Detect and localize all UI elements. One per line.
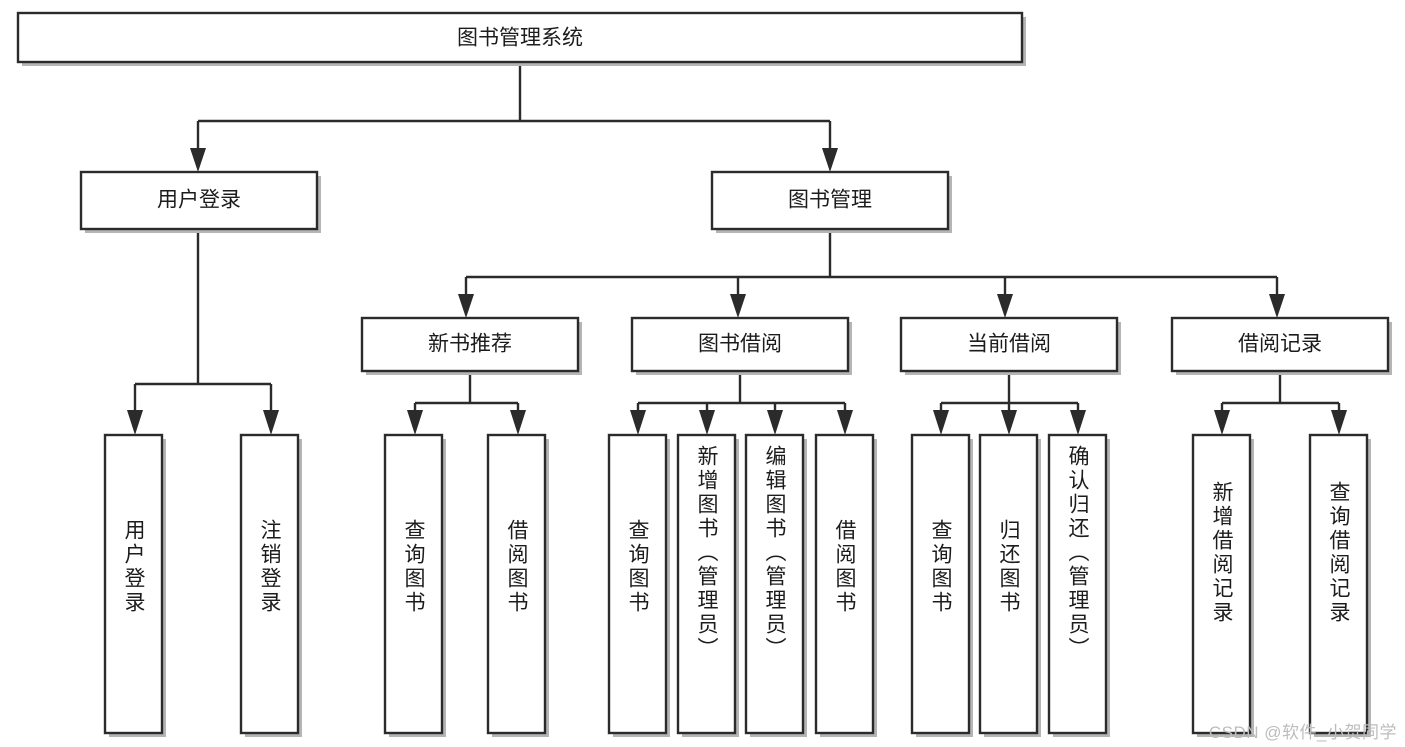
arrow-head-leaf-current-borrow-2: [1001, 410, 1017, 435]
arrow-head-leaf-borrow-record-1: [1214, 410, 1230, 435]
node-new-book-recommend[interactable]: 新书推荐: [360, 316, 582, 375]
connector-layer: [127, 66, 1347, 435]
arrow-head-user-login: [190, 148, 206, 172]
arrow-head-leaf-current-borrow-1: [933, 410, 949, 435]
node-root[interactable]: 图书管理系统: [16, 11, 1026, 66]
leaf-box-new-book-1[interactable]: [383, 433, 444, 735]
arrow-head-borrow-record: [1269, 294, 1285, 318]
node-book-borrow-box: [630, 316, 850, 373]
leaf-box-user-login-2[interactable]: [239, 433, 300, 735]
arrow-head-leaf-user-login-2: [263, 410, 279, 435]
arrow-head-new-book: [458, 294, 474, 318]
node-book-manage-box: [710, 170, 950, 231]
arrow-head-leaf-borrow-record-2: [1331, 410, 1347, 435]
arrow-head-leaf-new-book-2: [510, 410, 526, 435]
node-user-login-label: 用户登录: [157, 189, 241, 212]
node-new-book-recommend-box: [360, 316, 580, 373]
leaf-box-book-borrow-1[interactable]: [607, 433, 668, 735]
node-borrow-record[interactable]: 借阅记录: [1170, 316, 1392, 375]
arrow-head-leaf-user-login-1: [127, 410, 143, 435]
node-borrow-record-box: [1170, 316, 1390, 373]
arrow-head-leaf-new-book-1: [407, 410, 423, 435]
leaf-box-current-borrow-1[interactable]: [910, 433, 971, 735]
node-new-book-recommend-label: 新书推荐: [428, 333, 512, 356]
node-user-login[interactable]: 用户登录: [79, 170, 321, 233]
leaf-box-borrow-record-2[interactable]: [1308, 433, 1369, 735]
arrow-head-book-borrow: [730, 294, 746, 318]
arrow-head-leaf-book-borrow-4: [837, 410, 853, 435]
node-current-borrow-label: 当前借阅: [967, 333, 1051, 356]
node-book-borrow-label: 图书借阅: [698, 333, 782, 356]
leaf-boxes-layer: [103, 433, 1371, 737]
node-current-borrow[interactable]: 当前借阅: [899, 316, 1121, 375]
leaf-box-current-borrow-3[interactable]: [1047, 433, 1108, 735]
leaf-box-book-borrow-2[interactable]: [676, 433, 737, 735]
leaf-box-current-borrow-2[interactable]: [978, 433, 1039, 735]
node-current-borrow-box: [899, 316, 1119, 373]
leaf-box-new-book-2[interactable]: [486, 433, 547, 735]
csdn-watermark: CSDN @软件_小贺同学: [1208, 723, 1397, 742]
node-book-manage-label: 图书管理: [788, 189, 872, 212]
arrow-head-leaf-current-borrow-3: [1070, 410, 1086, 435]
leaf-box-book-borrow-3[interactable]: [744, 433, 805, 735]
arrow-head-current-borrow: [997, 294, 1013, 318]
node-borrow-record-label: 借阅记录: [1238, 333, 1322, 356]
node-book-manage[interactable]: 图书管理: [710, 170, 952, 233]
arrow-head-leaf-book-borrow-2: [699, 410, 715, 435]
node-root-label: 图书管理系统: [457, 27, 583, 50]
node-user-login-box: [79, 170, 319, 231]
node-root-box: [16, 11, 1024, 64]
arrow-head-leaf-book-borrow-1: [630, 410, 646, 435]
leaf-box-borrow-record-1[interactable]: [1191, 433, 1252, 735]
arrow-head-leaf-book-borrow-3: [767, 410, 783, 435]
leaf-box-user-login-1[interactable]: [103, 433, 164, 735]
node-book-borrow[interactable]: 图书借阅: [630, 316, 852, 375]
arrow-head-book-manage: [822, 148, 838, 172]
leaf-box-book-borrow-4[interactable]: [814, 433, 875, 735]
